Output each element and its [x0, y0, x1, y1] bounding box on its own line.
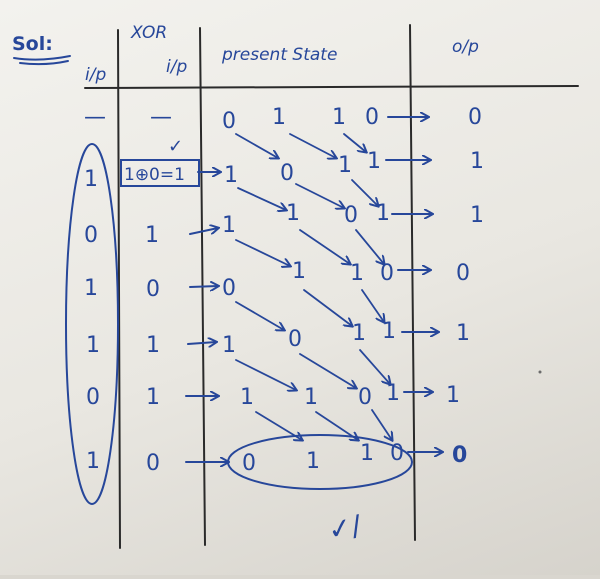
- header-row-xor: —: [150, 105, 172, 130]
- row1-state-bit-4: 1: [367, 149, 381, 174]
- row2-output: 1: [470, 203, 484, 228]
- row1-state-bit-1: 1: [224, 163, 238, 188]
- row4-state-bit-1: 1: [222, 333, 236, 358]
- row2-state-bit-1: 1: [222, 213, 236, 238]
- row6-ip: 1: [86, 449, 100, 474]
- row5-state-bit-2: 1: [304, 385, 318, 410]
- tick-icon: ✓: [168, 136, 183, 157]
- input-column-oval: [65, 143, 119, 505]
- initial-output: 0: [468, 105, 482, 130]
- oval-highlight-icon: [227, 434, 413, 490]
- row3-ip: 1: [84, 276, 98, 301]
- ip-header: i/p: [85, 65, 106, 85]
- row1-output: 1: [470, 149, 484, 174]
- row3-xor: 0: [146, 277, 160, 302]
- row2-state-bit-3: 0: [344, 203, 358, 228]
- xor-ip-header: i/p: [166, 57, 187, 77]
- diagonal-shift-arrow-icon: [235, 133, 392, 440]
- header-row-ip: —: [84, 105, 106, 130]
- row6-state-bit-1: 0: [242, 451, 256, 476]
- arrow-right-icon: [187, 342, 216, 344]
- row1-xor: 1⊕0=1: [124, 165, 185, 185]
- row1-ip: 1: [84, 167, 98, 192]
- arrow-right-icon: [189, 228, 218, 235]
- row2-state-bit-2: 1: [286, 201, 300, 226]
- initial-state-bit-3: 1: [332, 105, 346, 130]
- row5-state-bit-1: 1: [240, 385, 254, 410]
- sol-label: Sol:: [12, 33, 53, 55]
- row2-xor: 1: [145, 223, 159, 248]
- row4-output: 1: [456, 321, 470, 346]
- row5-ip: 0: [86, 385, 100, 410]
- row1-state-bit-2: 0: [280, 161, 294, 186]
- row5-state-bit-3: 0: [358, 385, 372, 410]
- row4-state-bit-2: 0: [288, 327, 302, 352]
- row6-state-bit-2: 1: [306, 449, 320, 474]
- pencil-dot: [538, 370, 542, 374]
- row4-state-bit-4: 1: [382, 319, 396, 344]
- row2-ip: 0: [84, 223, 98, 248]
- op-header: o/p: [452, 37, 479, 57]
- row6-state-bit-4: 0: [390, 441, 404, 466]
- row4-state-bit-3: 1: [352, 321, 366, 346]
- row4-ip: 1: [86, 333, 100, 358]
- xor-header: XOR: [130, 23, 167, 43]
- row3-output: 0: [456, 261, 470, 286]
- row4-xor: 1: [146, 333, 160, 358]
- initial-state-bit-2: 1: [272, 105, 286, 130]
- row6-xor: 0: [146, 451, 160, 476]
- row3-state-bit-1: 0: [222, 276, 236, 301]
- row5-output: 1: [446, 383, 460, 408]
- column-divider-1: [117, 29, 121, 549]
- initial-state-bit-1: 0: [222, 109, 236, 134]
- header-underline: [84, 85, 579, 89]
- signature-mark: ✓/: [325, 509, 364, 547]
- present-state-header: present State: [221, 45, 337, 65]
- row5-state-bit-4: 1: [386, 381, 400, 406]
- row3-state-bit-3: 1: [350, 261, 364, 286]
- initial-state-bit-4: 0: [365, 105, 379, 130]
- arrow-right-icon: [189, 286, 218, 287]
- row6-output: 0: [452, 443, 467, 468]
- row3-state-bit-2: 1: [292, 259, 306, 284]
- row2-state-bit-4: 1: [376, 201, 390, 226]
- column-divider-3: [409, 24, 416, 541]
- row3-state-bit-4: 0: [380, 261, 394, 286]
- row1-state-bit-3: 1: [338, 153, 352, 178]
- row6-state-bit-3: 1: [360, 441, 374, 466]
- sol-underline: [13, 55, 71, 66]
- row5-xor: 1: [146, 385, 160, 410]
